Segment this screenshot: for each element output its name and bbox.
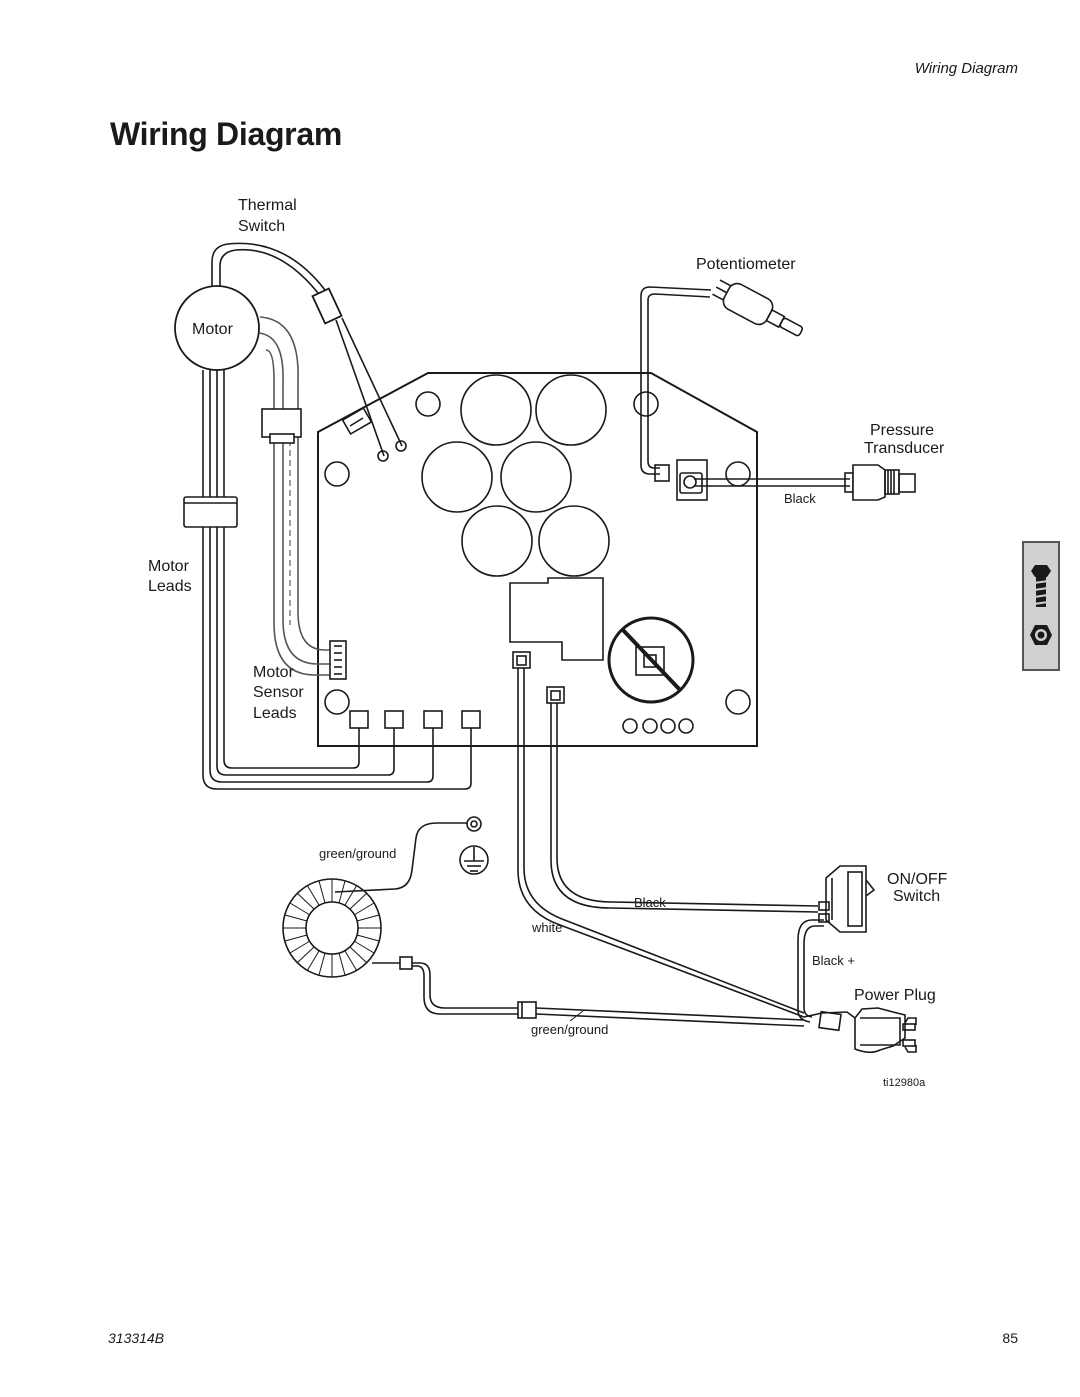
- power-plug-label: Power Plug: [854, 987, 936, 1004]
- mount-hole: [415, 391, 441, 417]
- green-ground-top-label: green/ground: [319, 846, 396, 861]
- black-transducer-label: Black: [784, 491, 816, 506]
- led: [678, 718, 694, 734]
- pressure-transducer-label-1: Pressure: [870, 422, 934, 439]
- terminal: [546, 686, 565, 704]
- mount-hole: [324, 461, 350, 487]
- no-connection-icon: [607, 616, 695, 704]
- led: [622, 718, 638, 734]
- thermal-connector: [341, 406, 373, 436]
- led: [660, 718, 676, 734]
- sensor-ferrite: [261, 408, 302, 438]
- ground-ring: [466, 816, 482, 832]
- pressure-transducer-label-2: Transducer: [864, 440, 945, 457]
- pot-connector: [654, 464, 670, 482]
- motor-sensor-leads-label-2: Sensor: [253, 684, 304, 701]
- capacitor: [538, 505, 610, 577]
- motor-sensor-leads-label-1: Motor: [253, 664, 295, 681]
- side-tab: [1022, 541, 1060, 671]
- page-title: Wiring Diagram: [110, 116, 342, 152]
- mount-hole: [725, 689, 751, 715]
- toroid-filter: [282, 878, 382, 978]
- page-number: 85: [1002, 1330, 1018, 1346]
- motor-lead-sleeve: [183, 496, 238, 528]
- mount-hole: [324, 689, 350, 715]
- doc-number: 313314B: [108, 1330, 165, 1346]
- capacitor: [421, 441, 493, 513]
- heatsink: [509, 577, 604, 661]
- thermal-switch-label-1: Thermal: [238, 197, 297, 214]
- white-label: white: [531, 920, 562, 935]
- potentiometer: [712, 279, 804, 337]
- capacitor: [461, 505, 533, 577]
- mount-hole: [633, 391, 659, 417]
- inline-connector: [517, 1001, 537, 1019]
- motor-sensor-leads-label-3: Leads: [253, 705, 297, 722]
- on-off-label-1: ON/OFF: [887, 871, 948, 888]
- black-plus-label: Black +: [812, 953, 855, 968]
- pressure-transducer: [844, 464, 916, 501]
- running-header: Wiring Diagram: [914, 60, 1018, 77]
- black-switch-label: Black: [634, 895, 666, 910]
- potentiometer-label: Potentiometer: [696, 256, 796, 273]
- figure-id-label: ti12980a: [883, 1077, 926, 1089]
- control-board: [317, 372, 758, 747]
- power-plug: [803, 1007, 917, 1054]
- thermal-switch-label-2: Switch: [238, 218, 285, 235]
- bolt-and-nut-icon: [1030, 565, 1052, 645]
- on-off-switch: [818, 865, 876, 933]
- on-off-label-2: Switch: [893, 888, 940, 905]
- ground-symbol-icon: [459, 845, 489, 875]
- motor-leads-label-2: Leads: [148, 578, 192, 595]
- capacitor: [460, 374, 532, 446]
- thermal-switch: [311, 287, 343, 325]
- capacitor: [535, 374, 607, 446]
- motor-label: Motor: [192, 321, 234, 338]
- terminal: [512, 651, 531, 669]
- capacitor: [500, 441, 572, 513]
- transducer-jack: [676, 459, 708, 501]
- green-ground-bottom-label: green/ground: [531, 1022, 608, 1037]
- motor-leads-label-1: Motor: [148, 558, 190, 575]
- led: [642, 718, 658, 734]
